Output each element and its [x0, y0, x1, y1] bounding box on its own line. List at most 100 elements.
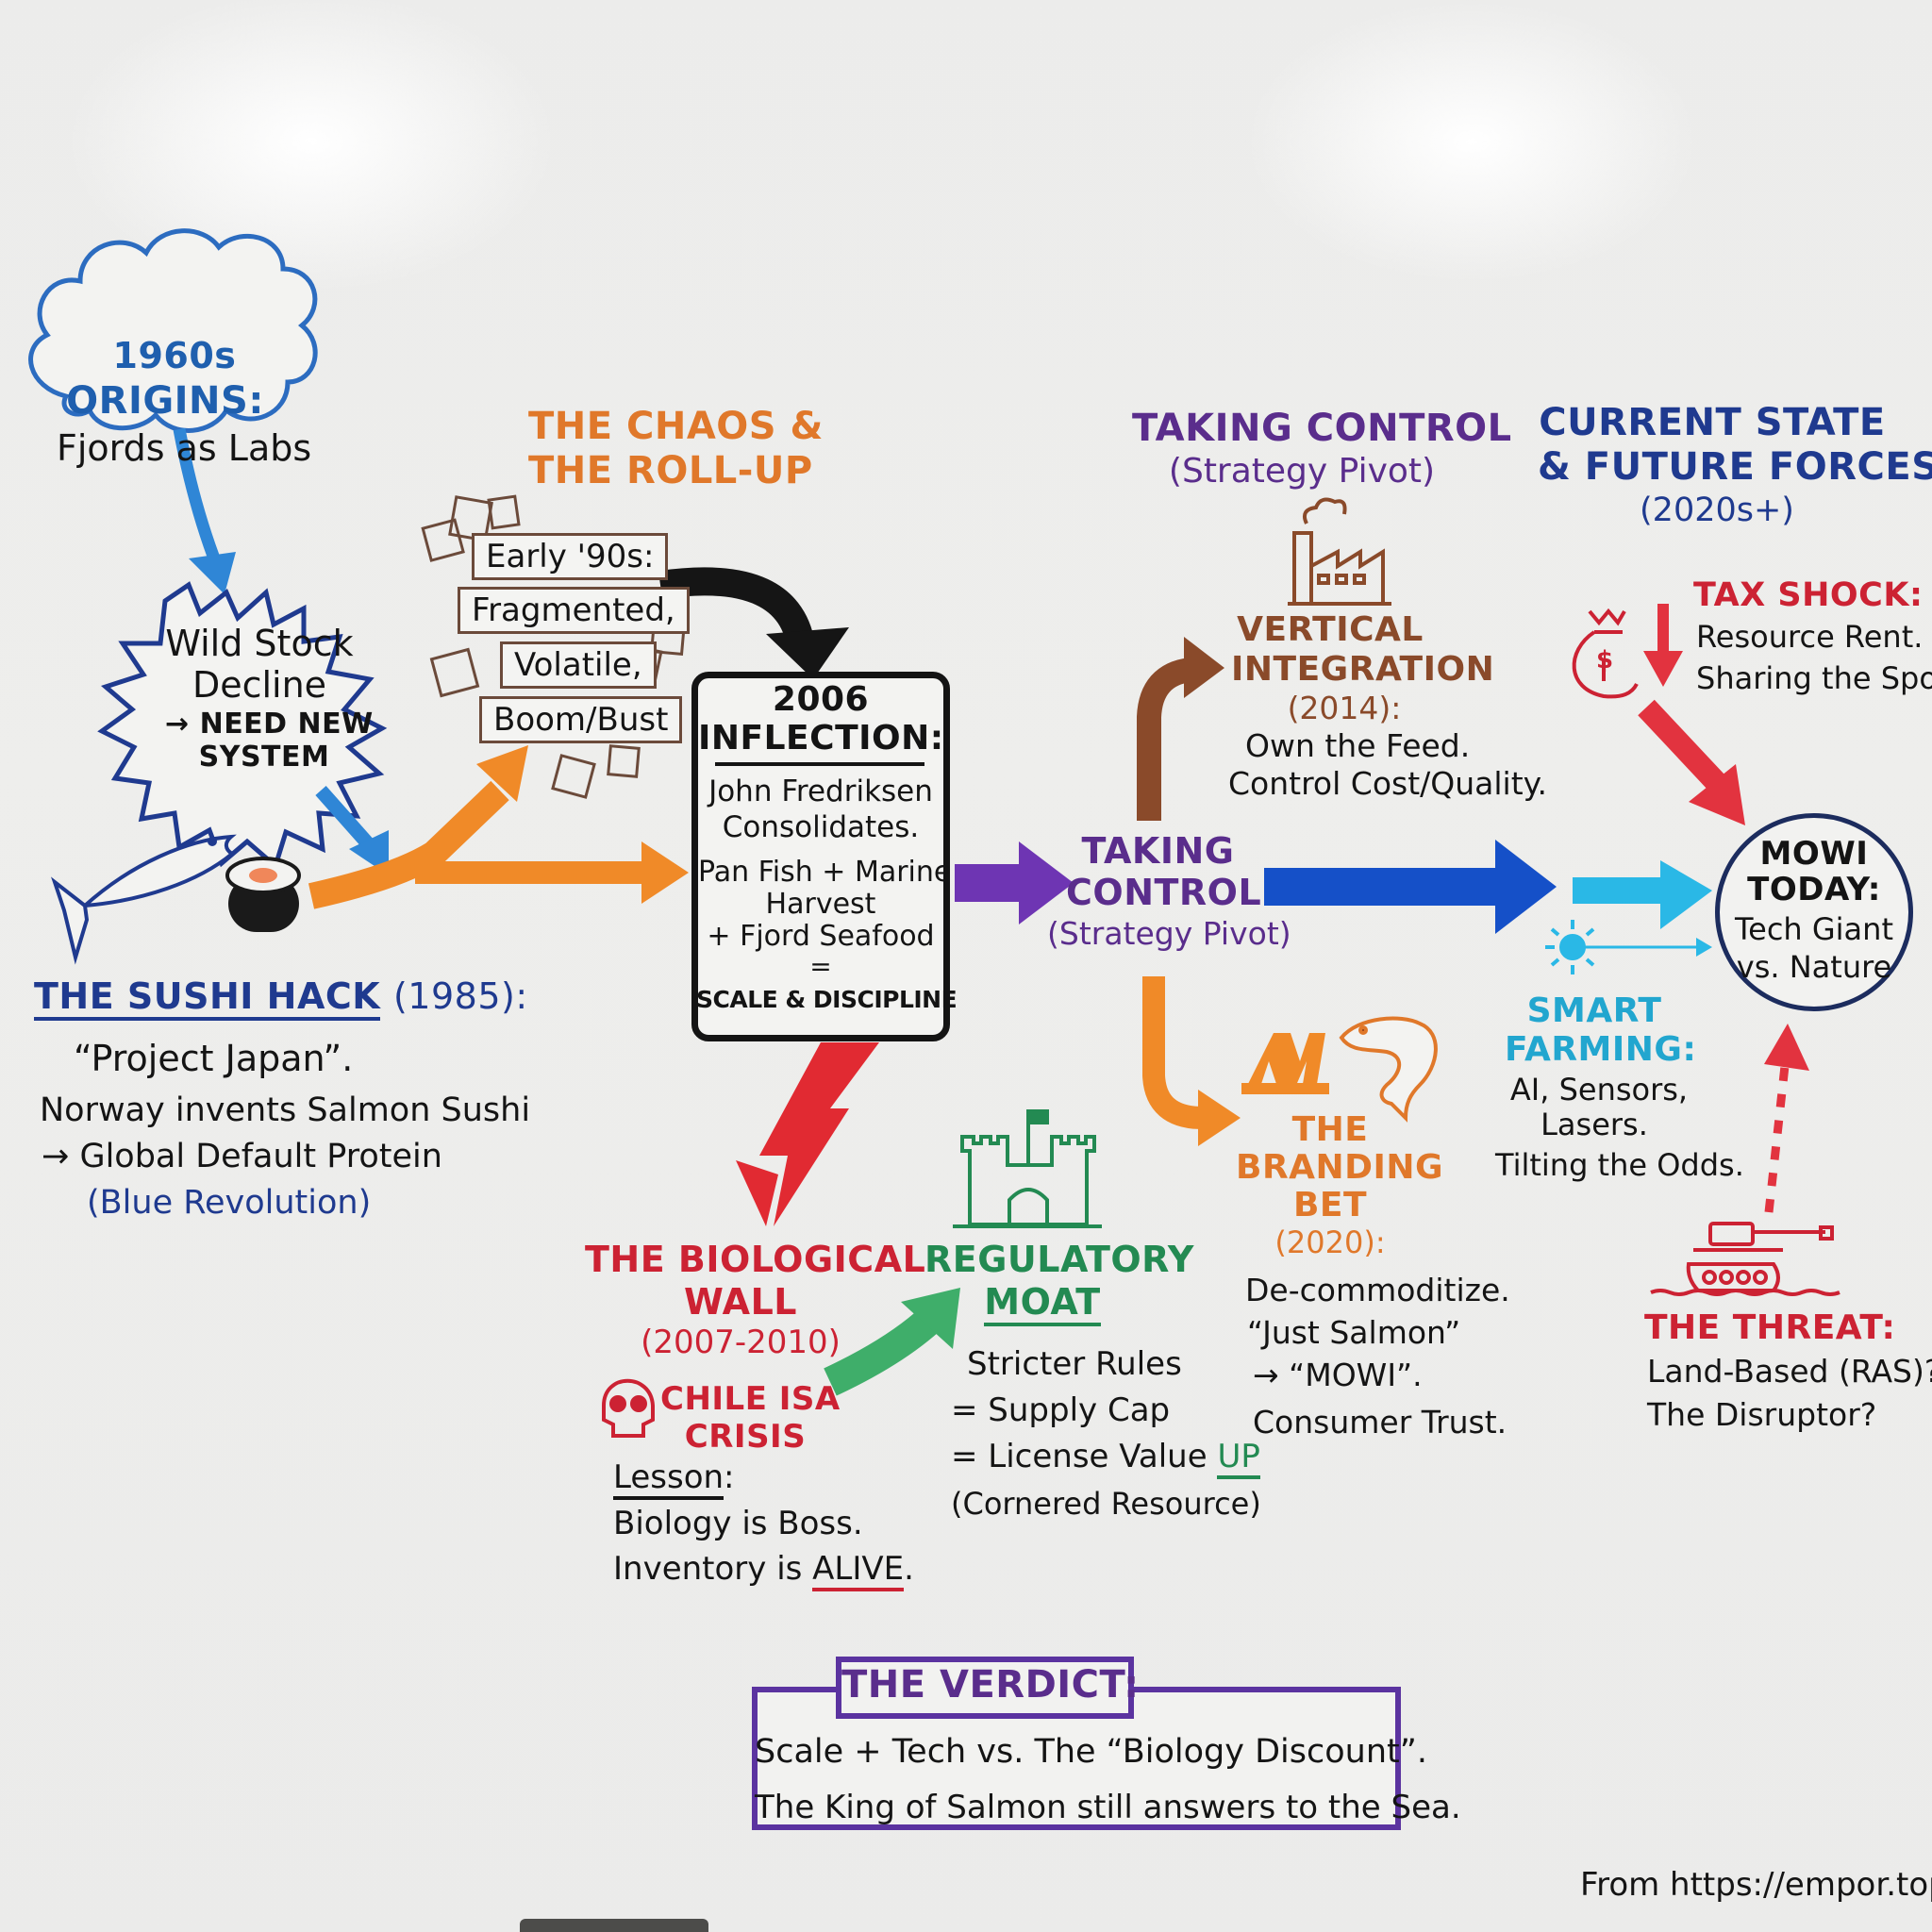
- verdict-label-box: [836, 1657, 1134, 1719]
- mowi-today-line2: TODAY:: [1747, 871, 1881, 908]
- money-bag-icon: [1572, 608, 1639, 699]
- sushi-hack-year: (1985):: [392, 975, 528, 1017]
- moat-title-line2: MOAT: [972, 1281, 1113, 1326]
- decline-line2: Decline: [192, 664, 327, 706]
- smart-farming-line2: Lasers.: [1541, 1107, 1648, 1142]
- chile-crisis-line1: CHILE ISA: [660, 1380, 841, 1418]
- chaos-box-fragmented: Fragmented,: [458, 587, 690, 634]
- branding-year: (2020):: [1274, 1224, 1386, 1260]
- chaos-box-early-90s: Early '90s:: [472, 533, 669, 580]
- inflection-line3: Pan Fish + Marine: [698, 856, 952, 889]
- skull-icon: [602, 1378, 655, 1438]
- bio-wall-title-line2: WALL: [683, 1281, 798, 1323]
- inflection-underline: [715, 762, 924, 766]
- taking-control-node-line2: CONTROL: [1066, 872, 1262, 913]
- current-state-title-line1: CURRENT STATE: [1539, 401, 1886, 444]
- moat-line4: (Cornered Resource): [951, 1486, 1261, 1522]
- sushi-hack-line4: (Blue Revolution): [87, 1184, 372, 1222]
- moat-line3-prefix: = License Value: [951, 1438, 1218, 1475]
- sushi-hack-line3: → Global Default Protein: [42, 1138, 442, 1175]
- verdict-line2: The King of Salmon still answers to the …: [755, 1789, 1461, 1826]
- branding-line2: “Just Salmon”: [1247, 1314, 1461, 1351]
- vertical-title-line2: INTEGRATION: [1231, 650, 1495, 689]
- sushi-hack-title: THE SUSHI HACK (1985):: [34, 975, 528, 1021]
- inflection-year: 2006: [772, 680, 870, 719]
- tax-shock-line1: Resource Rent.: [1696, 619, 1924, 655]
- money-bag-dollar: $: [1595, 646, 1614, 675]
- lesson-line1: Biology is Boss.: [613, 1505, 863, 1542]
- inflection-line6: =: [809, 951, 832, 982]
- tank-icon: [1650, 1222, 1840, 1296]
- smart-farming-title-line1: SMART: [1526, 991, 1662, 1030]
- lesson-label-text: Lesson: [613, 1458, 724, 1500]
- current-state-title-line2: & FUTURE FORCES: [1538, 445, 1932, 489]
- mowi-today-circle: [1715, 813, 1913, 1011]
- smart-farming-line3: Tilting the Odds.: [1495, 1147, 1744, 1183]
- branding-title-line2: BRANDING: [1236, 1148, 1444, 1187]
- inflection-box: [691, 672, 950, 1041]
- sun-sensor-icon: [1545, 920, 1712, 974]
- lesson-line2-emph: ALIVE: [812, 1550, 905, 1591]
- smart-farming-line1: AI, Sensors,: [1509, 1072, 1689, 1108]
- sushi-hack-line1: “Project Japan”.: [74, 1038, 354, 1079]
- branding-line4: Consumer Trust.: [1253, 1404, 1507, 1441]
- moat-line3-emph: UP: [1217, 1438, 1260, 1479]
- moat-line3: = License Value UP: [951, 1438, 1260, 1479]
- arrow-origins-to-decline: [173, 427, 236, 594]
- arrow-sushi-to-chaos-and-inflection: [308, 745, 689, 909]
- origins-subtitle: Fjords as Labs: [57, 427, 312, 469]
- inflection-line1: John Fredriksen: [708, 774, 933, 808]
- castle-icon: [953, 1109, 1102, 1228]
- sushi-hack-title-text: THE SUSHI HACK: [34, 975, 381, 1021]
- vertical-line1: Own the Feed.: [1245, 727, 1471, 764]
- arrow-to-branding: [1142, 976, 1241, 1146]
- vertical-year: (2014):: [1287, 690, 1402, 726]
- arrow-taking-control-to-mowi: [1264, 840, 1557, 934]
- inflection-line2: Consolidates.: [722, 810, 920, 844]
- moat-line1: Stricter Rules: [967, 1345, 1182, 1383]
- arrow-biowall-to-moat: [824, 1288, 960, 1396]
- branding-title-line1: THE: [1291, 1110, 1369, 1149]
- lesson-colon: :: [724, 1458, 735, 1496]
- arrow-threat-to-mowi: [1764, 1024, 1809, 1213]
- decline-line1: Wild Stock: [165, 623, 354, 664]
- lesson-line2-prefix: Inventory is: [613, 1550, 813, 1588]
- taking-control-header-title: TAKING CONTROL: [1132, 407, 1512, 450]
- vertical-line2: Control Cost/Quality.: [1228, 765, 1547, 802]
- arrow-current-to-mowi: [1573, 860, 1712, 929]
- origins-title: ORIGINS:: [66, 379, 264, 423]
- chaos-title-line1: THE CHAOS &: [528, 405, 824, 448]
- tax-shock-line2: Sharing the Spoils.: [1696, 660, 1932, 696]
- taking-control-node-sub: (Strategy Pivot): [1047, 915, 1291, 952]
- threat-line2: The Disruptor?: [1647, 1396, 1877, 1433]
- arrow-tax-to-mowi: [1638, 699, 1745, 825]
- vertical-title-line1: VERTICAL: [1237, 610, 1424, 649]
- arrow-chaos-to-inflection: [658, 567, 849, 679]
- factory-icon: [1288, 497, 1391, 606]
- jumping-fish-icon: [1339, 1016, 1438, 1123]
- moat-title-line2-text: MOAT: [984, 1281, 1101, 1326]
- tax-down-arrow-icon: [1643, 604, 1683, 687]
- whiteboard-eraser: [520, 1919, 708, 1932]
- inflection-line5: + Fjord Seafood: [707, 920, 935, 953]
- arrow-inflection-to-bio-wall: [736, 1042, 879, 1226]
- arrow-inflection-to-taking-control: [955, 841, 1074, 924]
- branding-line3: → “MOWI”.: [1253, 1357, 1423, 1393]
- salmon-icon: [51, 834, 237, 965]
- decline-line3: → NEED NEW: [165, 708, 374, 741]
- source-credit: From https://empor.top: [1580, 1866, 1932, 1904]
- bio-wall-title-line1: THE BIOLOGICAL: [585, 1239, 926, 1280]
- arrow-to-vertical-integration: [1137, 637, 1224, 821]
- branding-title-line3: BET: [1292, 1186, 1368, 1224]
- verdict-label: THE VERDICT:: [841, 1663, 1140, 1707]
- arrow-decline-to-sushi: [315, 786, 389, 875]
- lesson-line2-suffix: .: [904, 1550, 914, 1588]
- inflection-title: INFLECTION:: [698, 719, 944, 758]
- chaos-box-volatile: Volatile,: [500, 641, 657, 689]
- inflection-line4: Harvest: [765, 888, 876, 921]
- branding-line1: De-commoditize.: [1245, 1272, 1510, 1308]
- chile-crisis-line2: CRISIS: [684, 1418, 807, 1456]
- moat-line2: = Supply Cap: [951, 1391, 1171, 1429]
- chaos-box-boom-bust: Boom/Bust: [479, 696, 683, 743]
